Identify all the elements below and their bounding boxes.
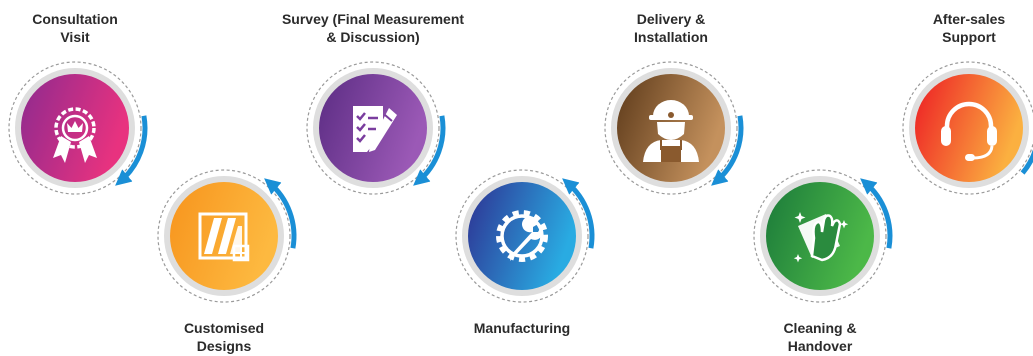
cleaning-glove-sparkle-icon [793,212,849,263]
step-disc [468,182,576,290]
flow-arrow [115,115,148,186]
step-label: Customised [184,320,264,336]
headset-icon [941,101,997,161]
design-window-ruler-icon [198,212,250,262]
step-delivery: Delivery & Installation [604,11,744,195]
clipboard-pen-checklist-icon [353,106,397,152]
step-label: Cleaning & [783,320,856,336]
flow-arrow [860,178,893,249]
flow-arrow [711,115,744,186]
step-label: & Discussion) [326,29,419,45]
flow-arc [1020,149,1033,175]
step-label: Designs [197,338,252,354]
step-survey: Survey (Final Measurement & Discussion) [282,11,464,195]
step-label: Installation [634,29,708,45]
step-disc [915,74,1023,182]
step-label: Manufacturing [474,320,570,336]
flow-arrow [413,115,446,186]
flow-arrow [264,178,297,249]
worker-icon [643,100,699,162]
gear-wrench-icon [496,210,548,262]
step-label: Support [942,29,996,45]
award-badge-crown-icon [53,107,97,163]
step-label: Consultation [32,11,118,27]
step-label: Handover [788,338,853,354]
flow-arrow [562,178,595,249]
step-label: Visit [60,29,90,45]
step-label: Survey (Final Measurement [282,11,464,27]
step-label: Delivery & [637,11,705,27]
step-cleaning: Cleaning & Handover [753,169,893,354]
step-label: After-sales [933,11,1006,27]
step-manufacturing: Manufacturing [455,169,595,336]
